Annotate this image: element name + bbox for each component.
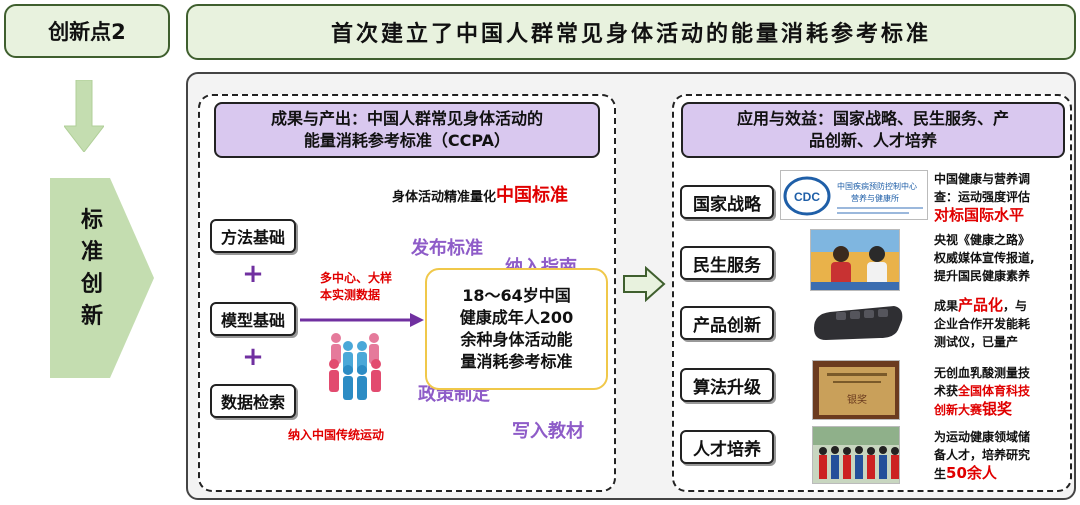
side-chevron-shape	[50, 178, 154, 378]
cdc-logo-image: CDC 中国疾病预防控制中心 营养与健康所	[780, 170, 928, 220]
pill-label: 算法升级	[693, 377, 761, 398]
data-note-line: 本实测数据	[320, 288, 381, 302]
application-header-line: 应用与效益：国家战略、民生服务、产	[736, 109, 1009, 128]
bottom-note: 纳入中国传统运动	[288, 428, 385, 442]
side-label: 标 准 创 新	[64, 205, 120, 333]
standard-slogan: 身体活动精准量化中国标准	[392, 181, 568, 207]
down-arrow-icon	[64, 80, 104, 152]
side-label-char: 创	[80, 272, 103, 297]
standard-prefix: 身体活动精准量化	[392, 190, 497, 205]
energy-meter-device-image	[808, 296, 906, 346]
benefit-national-strategy: 中国健康与营养调 查：运动强度评估 对标国际水平	[934, 170, 1074, 224]
people-group-icon	[329, 333, 381, 400]
pill-national-strategy: 国家战略	[680, 185, 774, 219]
pill-method-basis: 方法基础	[210, 219, 296, 253]
benefit-line: 提升国民健康素养	[934, 269, 1031, 283]
pill-label: 产品创新	[693, 315, 761, 336]
award-text: 银奖	[847, 393, 867, 406]
benefit-text: 术获	[934, 384, 959, 398]
benefit-highlight: 对标国际水平	[934, 206, 1025, 224]
benefit-line: 企业合作开发能耗	[934, 317, 1031, 331]
application-header: 应用与效益：国家战略、民生服务、产 品创新、人才培养	[681, 102, 1065, 158]
application-header-line: 品创新、人才培养	[808, 131, 937, 150]
tv-program-photo	[810, 229, 900, 291]
pill-algorithm-upgrade: 算法升级	[680, 368, 774, 402]
center-line: 18～64岁中国	[462, 286, 571, 305]
data-note-line: 多中心、大样	[320, 271, 393, 285]
side-label-char: 新	[80, 304, 103, 329]
side-label-char: 标	[80, 208, 103, 233]
pill-model-basis: 模型基础	[210, 302, 296, 336]
benefit-algorithm-upgrade: 无创血乳酸测量技 术获全国体育科技 创新大赛银奖	[934, 364, 1074, 419]
benefit-highlight: 银奖	[982, 400, 1013, 418]
pill-label: 人才培养	[693, 439, 761, 460]
ccpa-standard-box: 18～64岁中国 健康成年人200 余种身体活动能 量消耗参考标准	[425, 268, 608, 390]
cdc-logo-icon: CDC 中国疾病预防控制中心 营养与健康所	[783, 176, 923, 216]
benefit-line: 中国健康与营养调	[934, 172, 1031, 186]
side-label-char: 准	[80, 240, 103, 265]
output-header-line: 成果与产出：中国人群常见身体活动的	[270, 109, 543, 128]
pill-label: 民生服务	[693, 255, 761, 276]
cdc-cn-name: 营养与健康所	[851, 193, 899, 203]
benefit-text: ，与	[1003, 299, 1028, 313]
transition-arrow-icon	[623, 266, 666, 302]
benefit-highlight: 产品化	[958, 296, 1004, 314]
benefit-highlight: 全国体育科技	[958, 384, 1031, 398]
plus-icon: +	[242, 259, 264, 289]
benefit-line: 权威媒体宣传报道,	[934, 251, 1035, 265]
label-publish: 发布标准	[411, 238, 483, 259]
right-arrow-icon	[300, 313, 424, 327]
standard-red: 中国标准	[496, 185, 569, 206]
page-title-text: 首次建立了中国人群常见身体活动的能量消耗参考标准	[330, 22, 931, 47]
team-photo	[812, 426, 900, 484]
pill-public-service: 民生服务	[680, 246, 774, 280]
pill-label: 方法基础	[220, 228, 285, 247]
benefit-line: 为运动健康领域储	[934, 430, 1031, 444]
benefit-talent-training: 为运动健康领域储 备人才，培养研究 生50余人	[934, 428, 1074, 483]
award-certificate-illustration: 银奖	[813, 361, 899, 419]
benefit-highlight: 50余人	[946, 464, 997, 482]
benefit-product-innovation: 成果产品化，与 企业合作开发能耗 测试仪，已量产	[934, 296, 1074, 351]
benefit-public-service: 央视《健康之路》 权威媒体宣传报道, 提升国民健康素养	[934, 231, 1074, 285]
output-header-line: 能量消耗参考标准（CCPA）	[303, 131, 511, 150]
team-photo-illustration	[813, 427, 899, 483]
energy-meter-device-icon	[814, 306, 903, 340]
benefit-line: 查：运动强度评估	[934, 190, 1031, 204]
center-line: 健康成年人200	[459, 308, 574, 327]
benefit-highlight: 创新大赛	[934, 403, 983, 417]
benefit-line: 备人才，培养研究	[934, 448, 1031, 462]
benefit-line: 无创血乳酸测量技	[934, 366, 1031, 380]
pill-label: 模型基础	[220, 311, 285, 330]
tv-program-illustration	[811, 230, 899, 290]
data-note: 多中心、大样 本实测数据	[320, 270, 392, 304]
application-panel	[672, 94, 1072, 492]
plus-icon: +	[242, 342, 264, 372]
center-line: 量消耗参考标准	[460, 352, 573, 371]
pill-label: 国家战略	[693, 194, 761, 215]
cdc-logo-text: CDC	[794, 190, 820, 204]
benefit-text: 生	[934, 467, 947, 481]
output-header: 成果与产出：中国人群常见身体活动的 能量消耗参考标准（CCPA）	[214, 102, 600, 158]
cdc-cn-name: 中国疾病预防控制中心	[837, 181, 917, 191]
page-title: 首次建立了中国人群常见身体活动的能量消耗参考标准	[186, 4, 1076, 60]
benefit-line: 测试仪，已量产	[934, 335, 1019, 349]
innovation-tag-label: 创新点2	[48, 20, 126, 44]
innovation-tag: 创新点2	[4, 4, 170, 58]
label-textbook: 写入教材	[512, 421, 584, 442]
benefit-text: 成果	[934, 299, 959, 313]
center-line: 余种身体活动能	[460, 330, 573, 349]
pill-data-retrieval: 数据检索	[210, 384, 296, 418]
benefit-line: 央视《健康之路》	[934, 233, 1031, 247]
award-certificate-image: 银奖	[812, 360, 900, 420]
pill-talent-training: 人才培养	[680, 430, 774, 464]
pill-label: 数据检索	[220, 393, 285, 412]
pill-product-innovation: 产品创新	[680, 306, 774, 340]
